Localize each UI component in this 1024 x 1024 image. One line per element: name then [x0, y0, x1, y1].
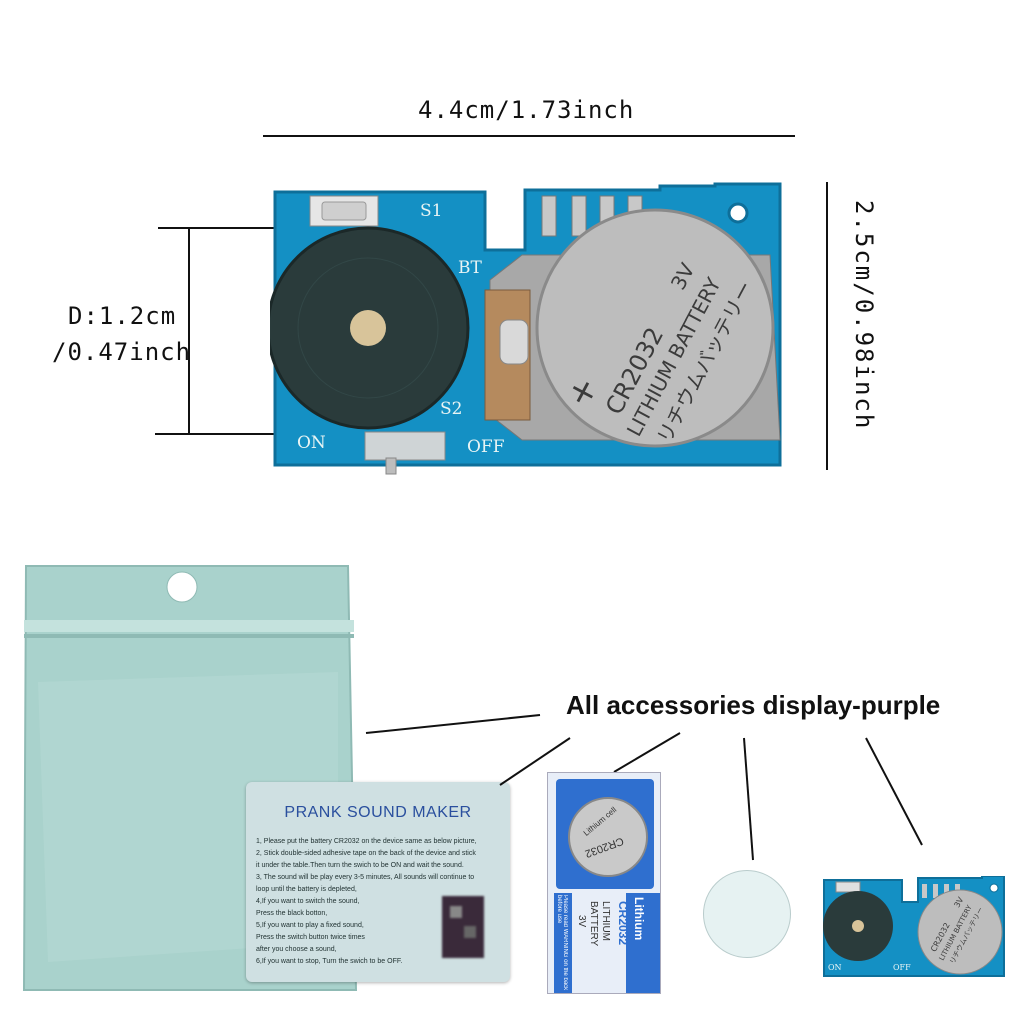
pcb-label-on: ON	[297, 433, 326, 453]
bag-hang-hole	[166, 571, 198, 603]
pack-label-area: Lithium CR2032 LITHIUM BATTERY 3V Please…	[548, 893, 660, 993]
pack-line2: BATTERY	[588, 901, 599, 947]
pcb-board	[270, 182, 782, 475]
card-title: PRANK SOUND MAKER	[284, 804, 472, 821]
coin-model: CR2032	[583, 834, 626, 860]
pack-warning: Please read WARNING on the back before u…	[556, 895, 568, 991]
pack-warning-strip	[554, 893, 572, 993]
pcb-label-s2: S2	[440, 399, 463, 419]
diameter-vertical-line	[188, 228, 190, 434]
coin-text: Lithium cell	[581, 805, 619, 838]
mini-pcb-on: ON	[828, 963, 842, 972]
pack-voltage: 3V	[576, 915, 587, 928]
diameter-bottom-line	[155, 433, 355, 435]
diameter-label-line2: /0.47inch	[52, 338, 192, 366]
card-line: loop until the battery is depleted,	[256, 886, 357, 893]
pcb-label-s1: S1	[420, 201, 443, 221]
card-line: 3, The sound will be play every 3-5 minu…	[256, 874, 475, 881]
mini-battery	[917, 889, 1003, 975]
pack-coin: Lithium cell CR2032	[568, 797, 648, 877]
card-line: 2, Stick double-sided adhesive tape on t…	[256, 850, 476, 857]
mounting-hole	[727, 202, 749, 224]
adhesive-pad	[703, 870, 791, 958]
pcb-label-bt: BT	[458, 258, 482, 278]
coin-battery	[535, 208, 775, 448]
mini-pcb-off: OFF	[893, 963, 911, 972]
card-line: 6,If you want to stop, Turn the swich to…	[256, 958, 403, 965]
battery-pack: Lithium cell CR2032 Lithium CR2032 LITHI…	[547, 772, 661, 994]
card-line: 5,If you want to play a fixed sound,	[256, 922, 364, 929]
diameter-label-line1: D:1.2cm	[68, 302, 177, 330]
card-line: Press the black botton,	[256, 910, 328, 917]
buzzer-hole	[350, 310, 386, 346]
mini-pcb-board	[823, 876, 1005, 977]
card-line: Press the switch button twice times	[256, 934, 365, 941]
slide-switch	[364, 431, 446, 461]
pcb-label-off: OFF	[467, 437, 505, 457]
pack-model: CR2032	[616, 901, 630, 946]
card-line: 1, Please put the battery CR2032 on the …	[256, 838, 477, 845]
width-dimension-line	[263, 135, 795, 137]
accessories-caption: All accessories display-purple	[566, 690, 941, 720]
pack-line1: LITHIUM	[600, 901, 611, 941]
width-dimension-label: 4.4cm/1.73inch	[418, 96, 635, 124]
card-line: it under the table.Then turn the swich t…	[256, 862, 464, 869]
diameter-top-line	[158, 227, 308, 229]
height-dimension-line	[826, 182, 828, 470]
card-line: 4,If you want to switch the sound,	[256, 898, 360, 905]
instruction-card: PRANK SOUND MAKER 1, Please put the batt…	[246, 782, 510, 982]
qr-code	[442, 896, 484, 958]
pack-brand: Lithium	[632, 897, 646, 941]
height-dimension-label: 2.5cm/0.98inch	[850, 200, 878, 431]
card-line: after you choose a sound,	[256, 946, 337, 953]
